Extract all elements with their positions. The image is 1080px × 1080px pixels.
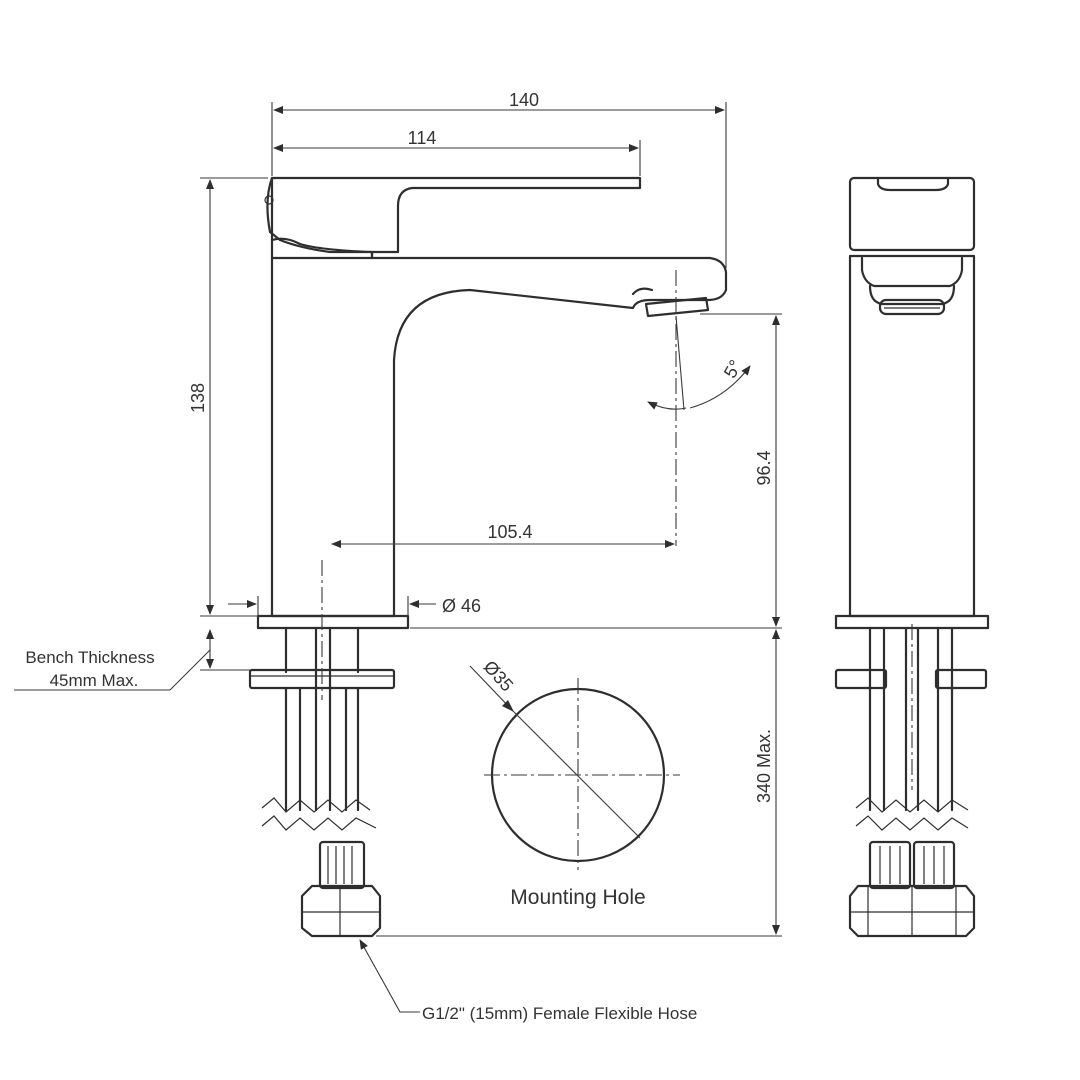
front-view	[248, 176, 728, 938]
lever-handle	[266, 176, 374, 260]
dim-base-diameter: Ø 46	[442, 596, 481, 616]
aerator	[644, 296, 710, 318]
mounting-hole-label: Mounting Hole	[510, 886, 645, 909]
bench-thickness-value: 45mm Max.	[50, 671, 139, 690]
dimension-lines	[14, 102, 782, 1013]
dim-spray-angle: 5°	[720, 357, 746, 382]
dim-spout-reach: 114	[408, 128, 437, 148]
dim-hose-length: 340 Max.	[754, 729, 774, 803]
dim-overall-height: 138	[188, 383, 208, 413]
mounting-hole	[469, 665, 680, 870]
tap-body-outline	[270, 176, 728, 618]
annotations: 140 114 138 96.4 105.4 Ø 46 Ø35 5° 340 M…	[25, 90, 774, 1023]
base-plate	[256, 614, 410, 630]
dim-outlet-height: 96.4	[754, 450, 774, 485]
dim-outlet-offset: 105.4	[487, 522, 532, 542]
dim-hole-diameter: Ø35	[480, 657, 518, 696]
hose-label: G1/2" (15mm) Female Flexible Hose	[422, 1004, 697, 1023]
end-view	[834, 176, 990, 938]
hose-fitting	[300, 840, 382, 938]
dim-overall-width: 140	[509, 90, 539, 110]
bench-thickness-label: Bench Thickness	[25, 648, 154, 667]
